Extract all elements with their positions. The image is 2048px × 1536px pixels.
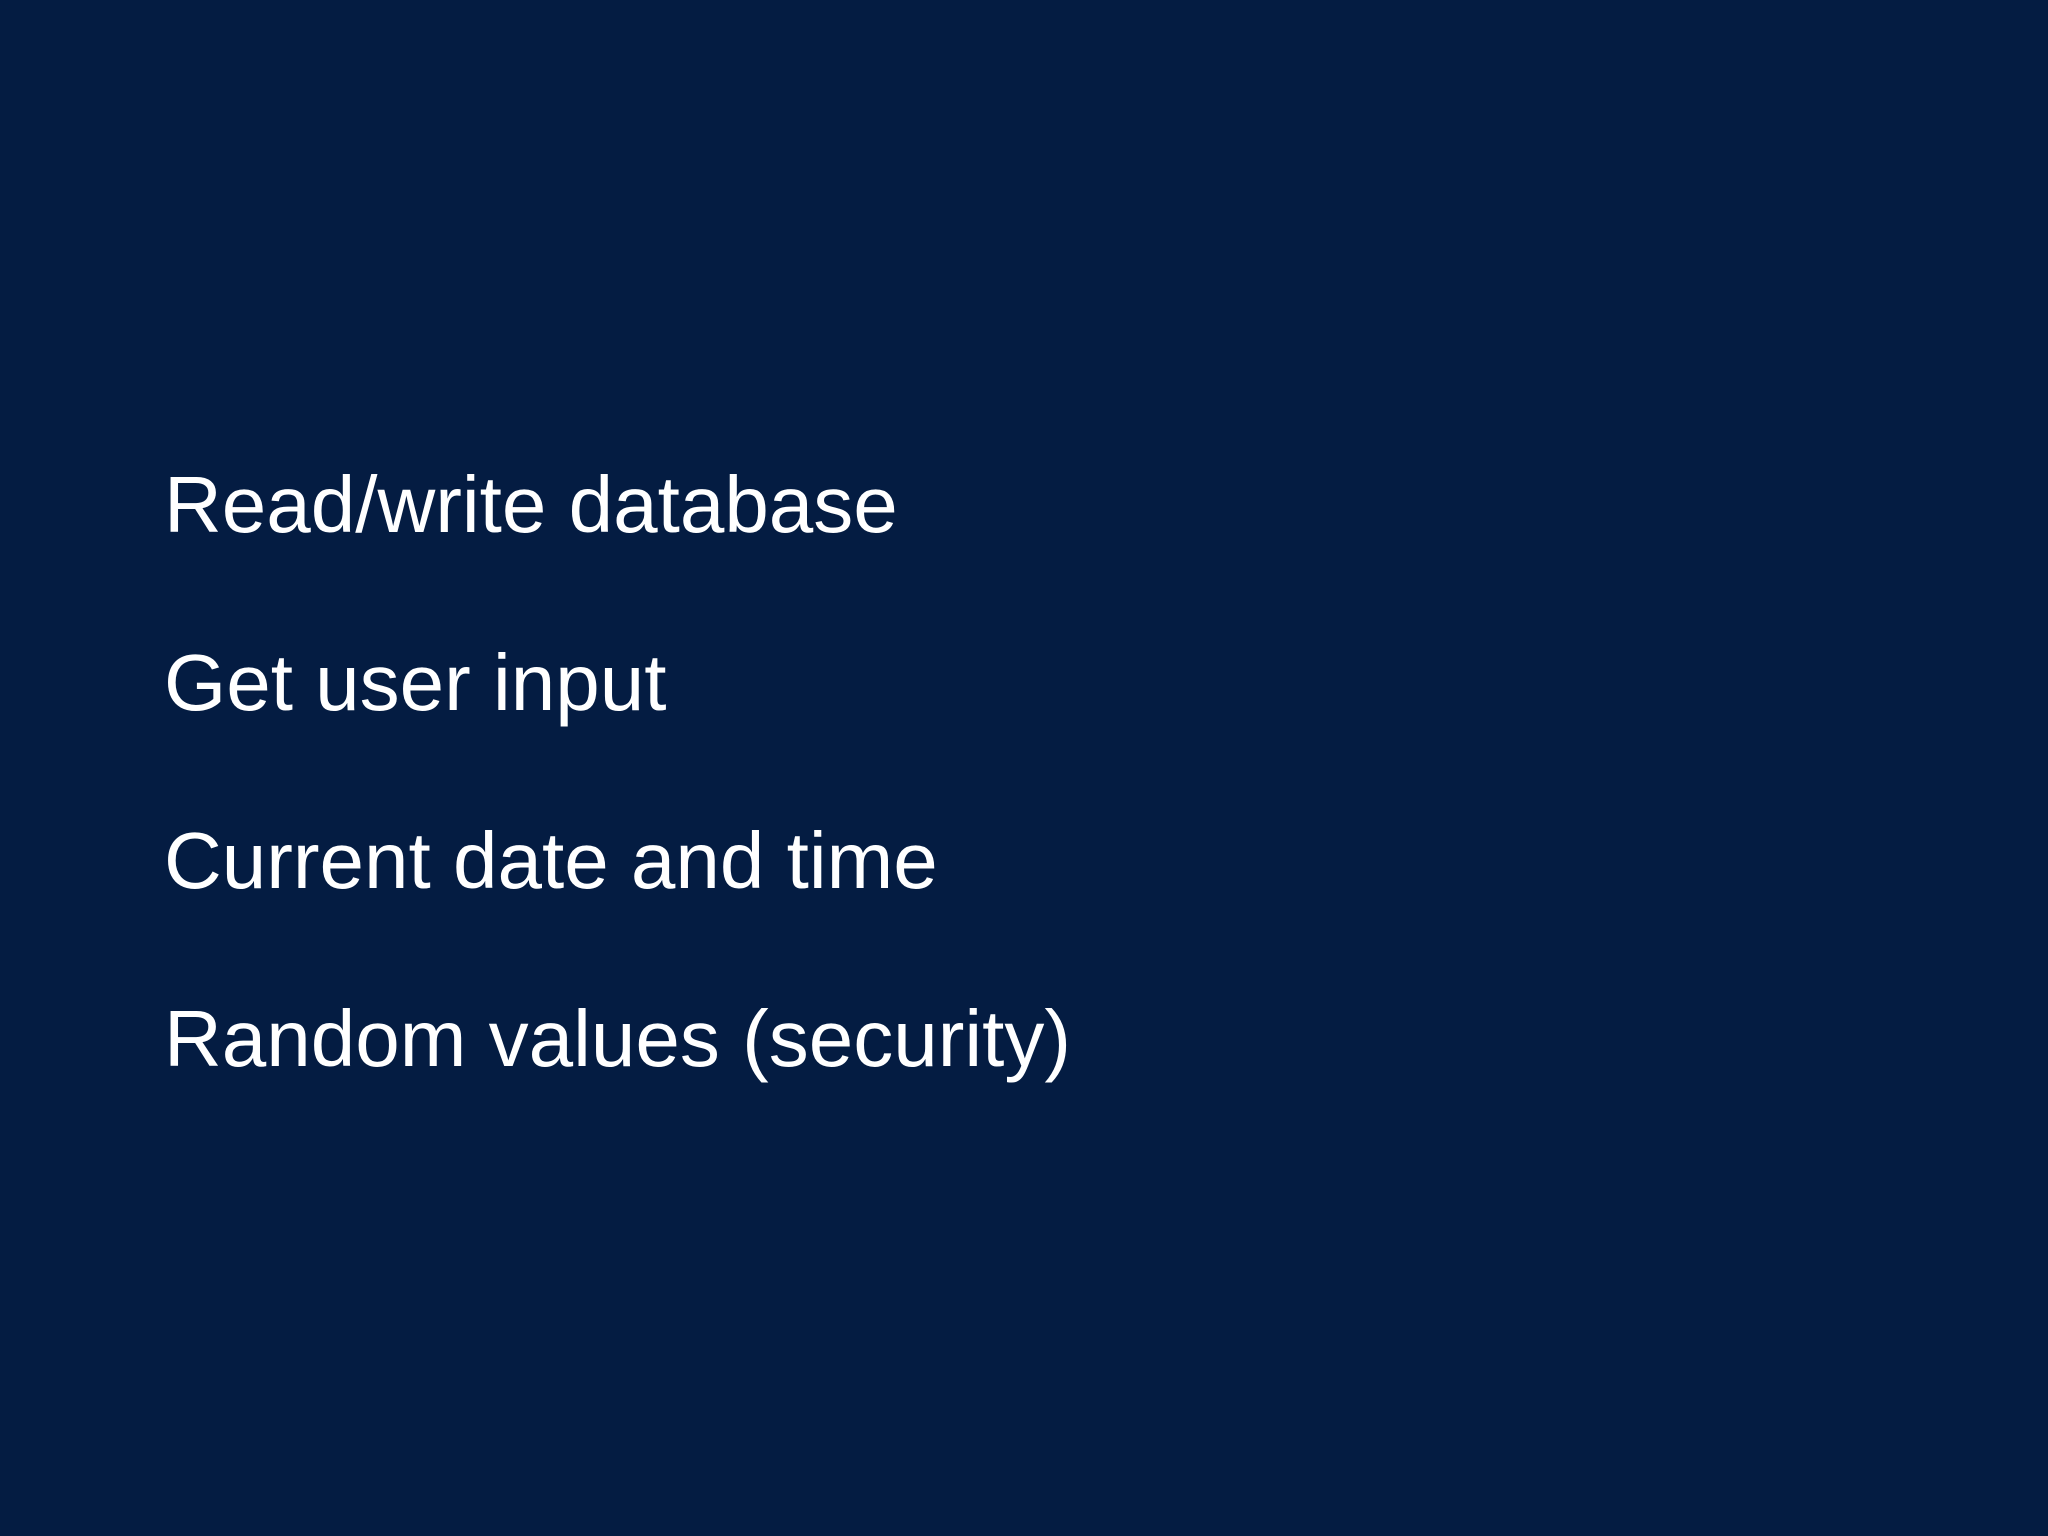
bullet-get-user-input: Get user input: [164, 638, 667, 727]
bullet-list: Read/write database Get user input Curre…: [164, 416, 1071, 1128]
bullet-current-date-and-time: Current date and time: [164, 816, 938, 905]
bullet-random-values-security: Random values (security): [164, 994, 1071, 1083]
bullet-read-write-database: Read/write database: [164, 460, 898, 549]
